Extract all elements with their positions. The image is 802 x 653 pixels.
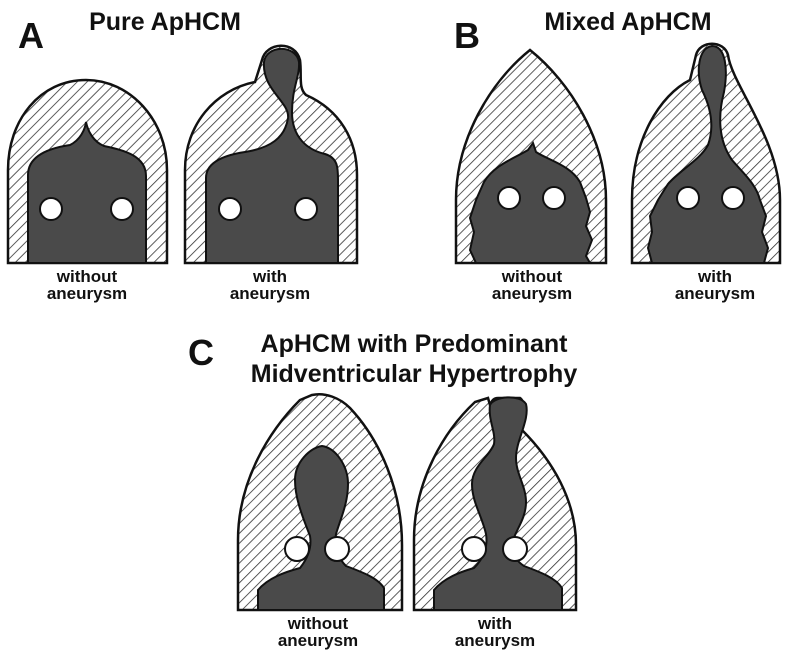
caption-a-right-line2: aneurysm	[230, 284, 310, 303]
heart-c-with-aneurysm	[412, 396, 578, 612]
caption-b-right-line2: aneurysm	[675, 284, 755, 303]
papillary-muscle-left	[497, 186, 521, 210]
papillary-muscle-left	[676, 186, 700, 210]
panel-b: B Mixed ApHCM without aneurysm with aneu…	[454, 8, 782, 303]
papillary-muscle-left	[39, 197, 63, 221]
caption-c-left-line1: without	[287, 614, 349, 633]
heart-a-with-aneurysm	[183, 44, 359, 265]
caption-c-right-line2: aneurysm	[455, 631, 535, 650]
papillary-muscle-right	[542, 186, 566, 210]
panel-a-letter: A	[18, 15, 44, 56]
panel-c: C ApHCM with Predominant Midventricular …	[188, 330, 577, 650]
papillary-muscle-right	[721, 186, 745, 210]
panel-a: A Pure ApHCM without aneurysm with aneur…	[6, 8, 359, 303]
heart-c-without-aneurysm	[236, 393, 404, 612]
lv-cavity	[27, 121, 147, 264]
lv-cavity	[468, 140, 594, 264]
lv-cavity	[205, 47, 339, 264]
panel-b-title: Mixed ApHCM	[544, 8, 711, 36]
papillary-muscle-left	[218, 197, 242, 221]
papillary-muscle-right	[110, 197, 134, 221]
panel-a-title: Pure ApHCM	[89, 8, 241, 36]
heart-b-with-aneurysm	[630, 42, 782, 265]
caption-c-left-line2: aneurysm	[278, 631, 358, 650]
papillary-muscle-right	[324, 536, 350, 562]
papillary-muscle-right	[294, 197, 318, 221]
panel-b-letter: B	[454, 15, 480, 56]
papillary-muscle-left	[284, 536, 310, 562]
panel-c-title-line1: ApHCM with Predominant	[261, 330, 569, 358]
lv-cavity	[257, 444, 385, 611]
heart-b-without-aneurysm	[454, 48, 608, 265]
panel-c-letter: C	[188, 332, 214, 373]
caption-b-left-line1: without	[501, 267, 563, 286]
caption-b-left-line2: aneurysm	[492, 284, 572, 303]
caption-a-right-line1: with	[252, 267, 287, 286]
panel-c-title-line2: Midventricular Hypertrophy	[251, 360, 578, 388]
caption-c-right-line1: with	[477, 614, 512, 633]
papillary-muscle-left	[461, 536, 487, 562]
heart-a-without-aneurysm	[6, 78, 169, 265]
caption-a-left-line2: aneurysm	[47, 284, 127, 303]
caption-a-left-line1: without	[56, 267, 118, 286]
caption-b-right-line1: with	[697, 267, 732, 286]
papillary-muscle-right	[502, 536, 528, 562]
